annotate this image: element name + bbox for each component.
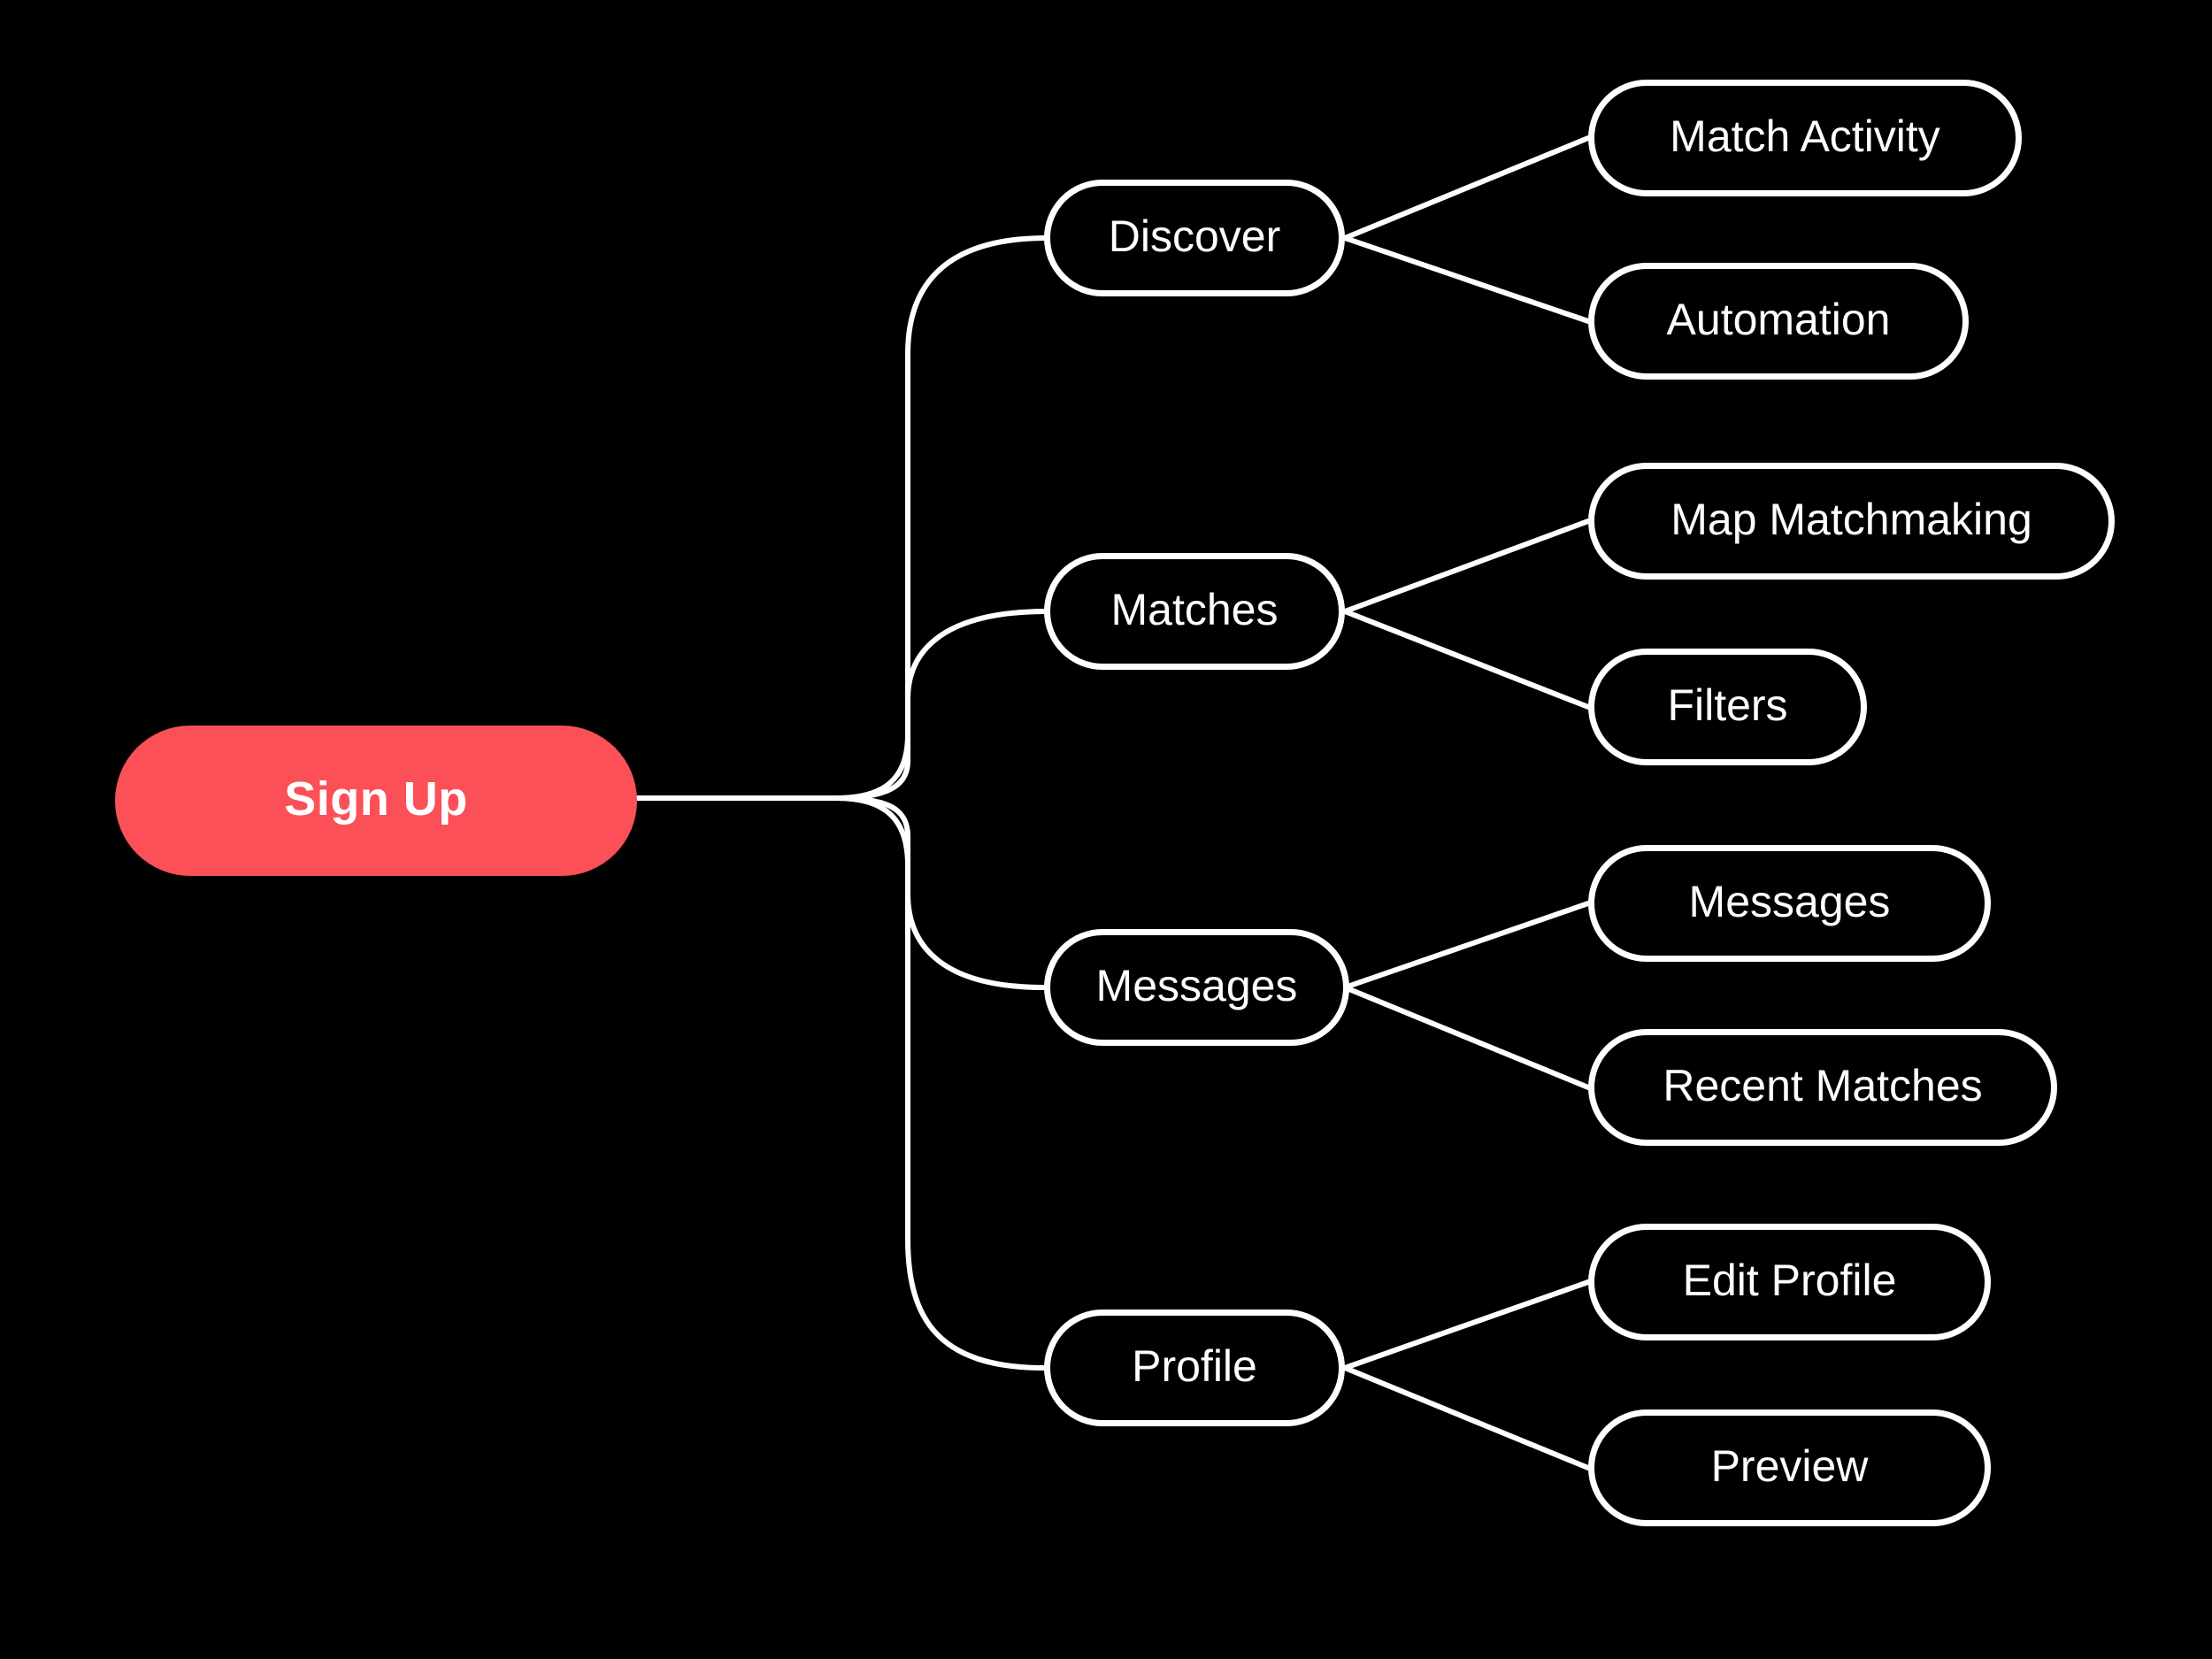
node-leaf-automation[interactable]: Automation xyxy=(1588,263,1969,380)
node-leaf-edit-profile[interactable]: Edit Profile xyxy=(1588,1224,1991,1340)
node-branch-profile-label: Profile xyxy=(1132,1341,1257,1391)
node-leaf-map-matchmaking[interactable]: Map Matchmaking xyxy=(1588,463,2115,580)
edge-messages-to-messages xyxy=(1342,901,1591,990)
node-leaf-messages[interactable]: Messages xyxy=(1588,845,1991,962)
node-leaf-match-activity[interactable]: Match Activity xyxy=(1588,80,2022,196)
edge-root-to-matches xyxy=(833,609,1047,801)
node-leaf-filters[interactable]: Filters xyxy=(1588,649,1867,765)
edge-discover-to-match-activity xyxy=(1342,135,1591,241)
node-leaf-recent-matches[interactable]: Recent Matches xyxy=(1588,1029,2057,1146)
node-leaf-filters-label: Filters xyxy=(1667,680,1788,730)
node-leaf-match-activity-label: Match Activity xyxy=(1670,111,1940,161)
node-branch-discover-label: Discover xyxy=(1108,211,1281,261)
node-leaf-messages-label: Messages xyxy=(1688,877,1891,926)
node-branch-messages-label: Messages xyxy=(1095,961,1298,1010)
node-branch-messages[interactable]: Messages xyxy=(1044,929,1349,1046)
edge-profile-to-preview xyxy=(1342,1365,1591,1471)
node-branch-matches-label: Matches xyxy=(1110,585,1279,634)
node-branch-discover[interactable]: Discover xyxy=(1044,180,1345,296)
node-root-label: Sign Up xyxy=(284,772,468,826)
node-branch-matches[interactable]: Matches xyxy=(1044,553,1345,670)
edge-profile-to-edit-profile xyxy=(1342,1279,1591,1371)
edge-root-to-discover xyxy=(833,235,1047,801)
edge-root-to-profile xyxy=(833,795,1047,1371)
node-leaf-recent-matches-label: Recent Matches xyxy=(1663,1061,1983,1110)
node-leaf-edit-profile-label: Edit Profile xyxy=(1682,1256,1897,1305)
node-branch-profile[interactable]: Profile xyxy=(1044,1310,1345,1426)
edge-discover-to-automation xyxy=(1342,235,1591,324)
edge-matches-to-filters xyxy=(1342,609,1591,710)
edge-matches-to-map-matchmaking xyxy=(1342,518,1591,614)
node-leaf-automation-label: Automation xyxy=(1666,295,1891,344)
edge-root-to-messages xyxy=(833,795,1047,990)
edge-messages-to-recent-matches xyxy=(1342,985,1591,1090)
node-leaf-map-matchmaking-label: Map Matchmaking xyxy=(1671,495,2032,544)
node-root-sign-up[interactable]: Sign Up xyxy=(115,726,637,876)
node-leaf-preview[interactable]: Preview xyxy=(1588,1409,1991,1526)
node-leaf-preview-label: Preview xyxy=(1710,1441,1869,1491)
